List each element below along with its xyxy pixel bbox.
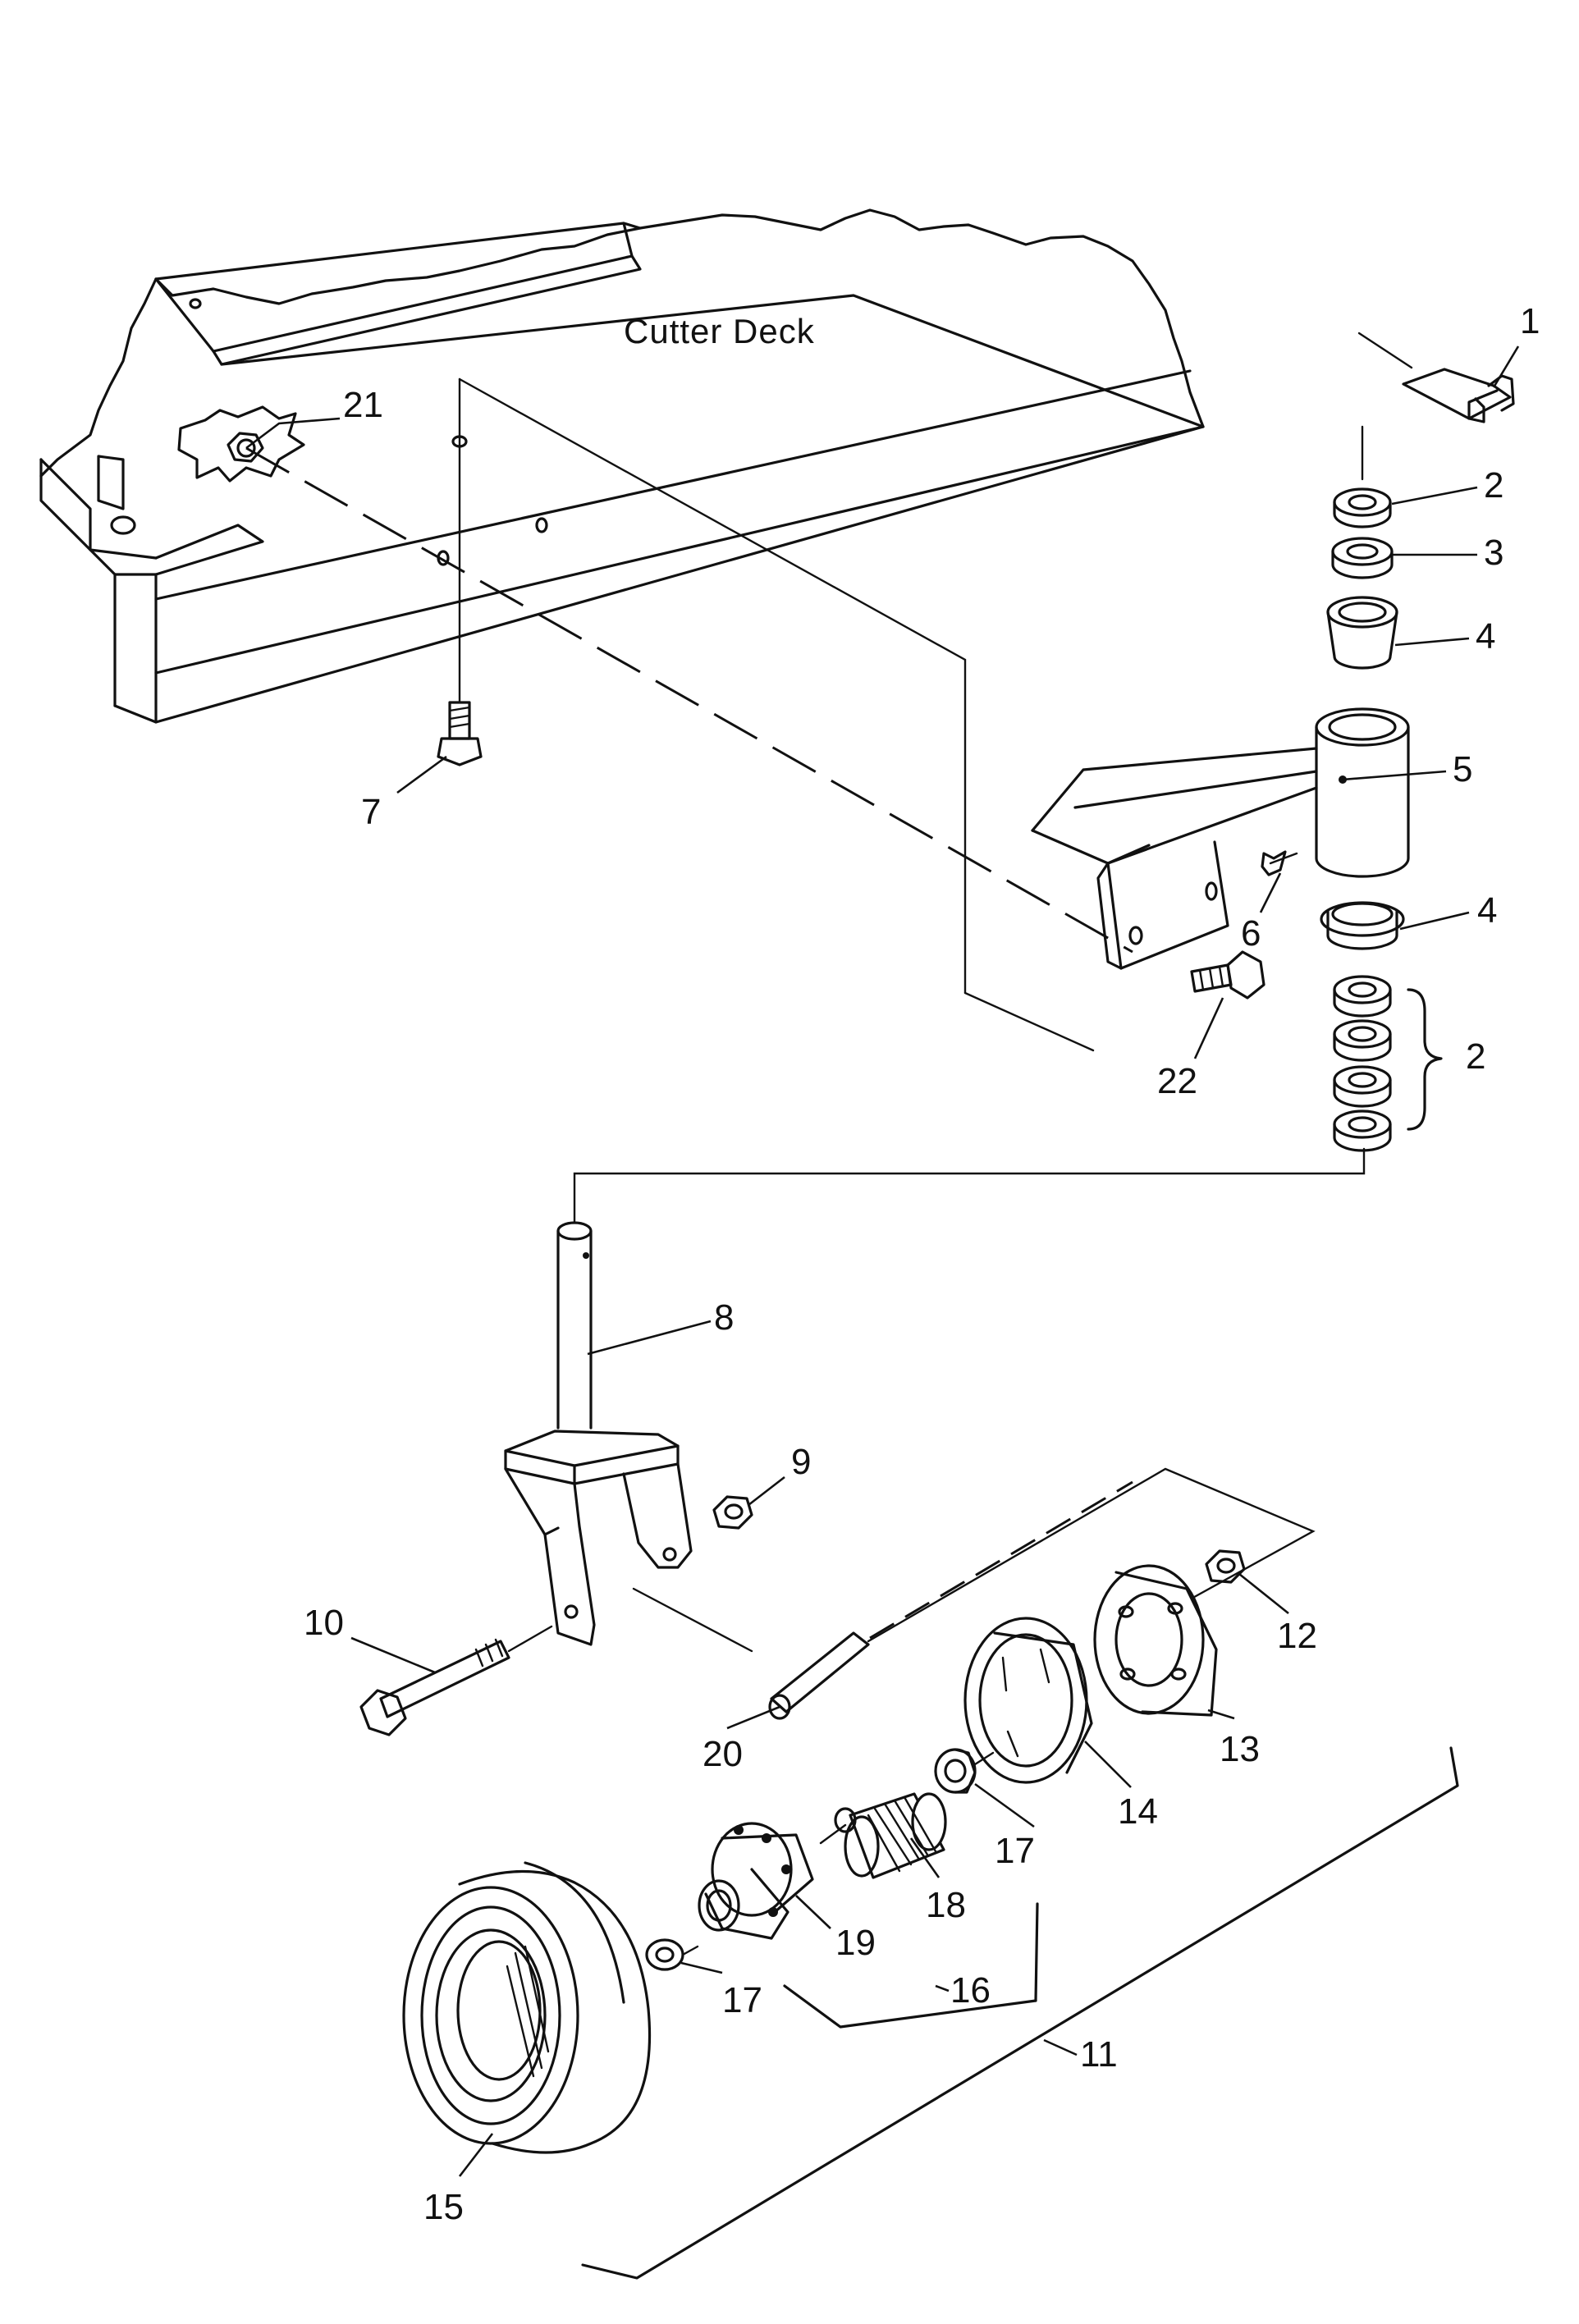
callout-leaders	[245, 345, 1520, 2177]
callout-13: 13	[1220, 1729, 1260, 1769]
part-3-washer	[1331, 537, 1394, 579]
part-12-nut	[1205, 1549, 1246, 1584]
callout-17-upper: 17	[995, 1831, 1035, 1871]
callout-18: 18	[926, 1885, 966, 1925]
callout-1: 1	[1520, 301, 1540, 341]
part-17-washer-lower	[645, 1751, 995, 1971]
callout-4: 4	[1476, 616, 1495, 656]
part-7-bolt	[437, 701, 483, 766]
part-21-locknut	[177, 405, 305, 483]
deck-label: Cutter Deck	[624, 312, 815, 350]
callout-15: 15	[423, 2187, 464, 2227]
part-18-roller-bearing	[834, 1792, 947, 1879]
part-15-tire	[402, 1861, 652, 2154]
part-17-washer-upper	[934, 1748, 977, 1794]
part-4-bushing-bottom	[1320, 901, 1405, 950]
washer-stack-1	[1333, 975, 1392, 1018]
assembly-reference-lines	[245, 332, 1413, 1224]
part-13-hub-half	[1093, 1564, 1218, 1717]
callout-numbers: 1 2 3 4 5 4 6 2 21 7 22 8 9 10 12 13 14 …	[304, 301, 1540, 2227]
callout-6: 6	[1241, 913, 1261, 954]
part-5-caster-mount	[1031, 707, 1410, 970]
callout-8: 8	[714, 1297, 734, 1338]
callout-20: 20	[703, 1734, 743, 1774]
part-1-clip	[1402, 368, 1515, 423]
part-19-hub-studs	[698, 1822, 814, 1940]
part-2-washer-stack	[1333, 975, 1443, 1152]
part-4-bushing-top	[1326, 596, 1398, 670]
callout-3: 3	[1484, 533, 1503, 573]
washer-stack-brace	[1407, 988, 1443, 1131]
part-10-axle-bolt	[359, 1625, 553, 1736]
washer-stack-2	[1333, 1019, 1392, 1062]
washer-stack-3	[1333, 1065, 1392, 1108]
callout-10: 10	[304, 1603, 344, 1643]
callout-19: 19	[835, 1923, 876, 1963]
part-8-caster-fork	[504, 1221, 693, 1646]
cutter-deck: Cutter Deck	[39, 208, 1205, 724]
callout-5: 5	[1453, 749, 1472, 789]
callout-21: 21	[343, 385, 383, 425]
part-6-grease-fitting	[1261, 850, 1298, 876]
callout-9: 9	[791, 1442, 811, 1482]
part-14-hub-ring	[963, 1617, 1093, 1784]
callout-4-lower: 4	[1477, 890, 1497, 931]
callout-2-stack: 2	[1466, 1036, 1485, 1077]
callout-17-lower: 17	[722, 1980, 762, 2020]
washer-stack-4	[1333, 1109, 1392, 1152]
callout-7: 7	[361, 792, 381, 832]
part-22-bolt	[1190, 950, 1265, 1000]
callout-22: 22	[1157, 1061, 1197, 1101]
callout-2: 2	[1484, 465, 1503, 506]
callout-16: 16	[950, 1970, 991, 2011]
part-2-washer-top	[1333, 487, 1392, 528]
assembly-brackets	[581, 1746, 1459, 2280]
part-9-nut	[712, 1495, 753, 1530]
callout-11: 11	[1080, 2034, 1118, 2075]
callout-14: 14	[1118, 1791, 1158, 1832]
callout-12: 12	[1277, 1616, 1317, 1656]
